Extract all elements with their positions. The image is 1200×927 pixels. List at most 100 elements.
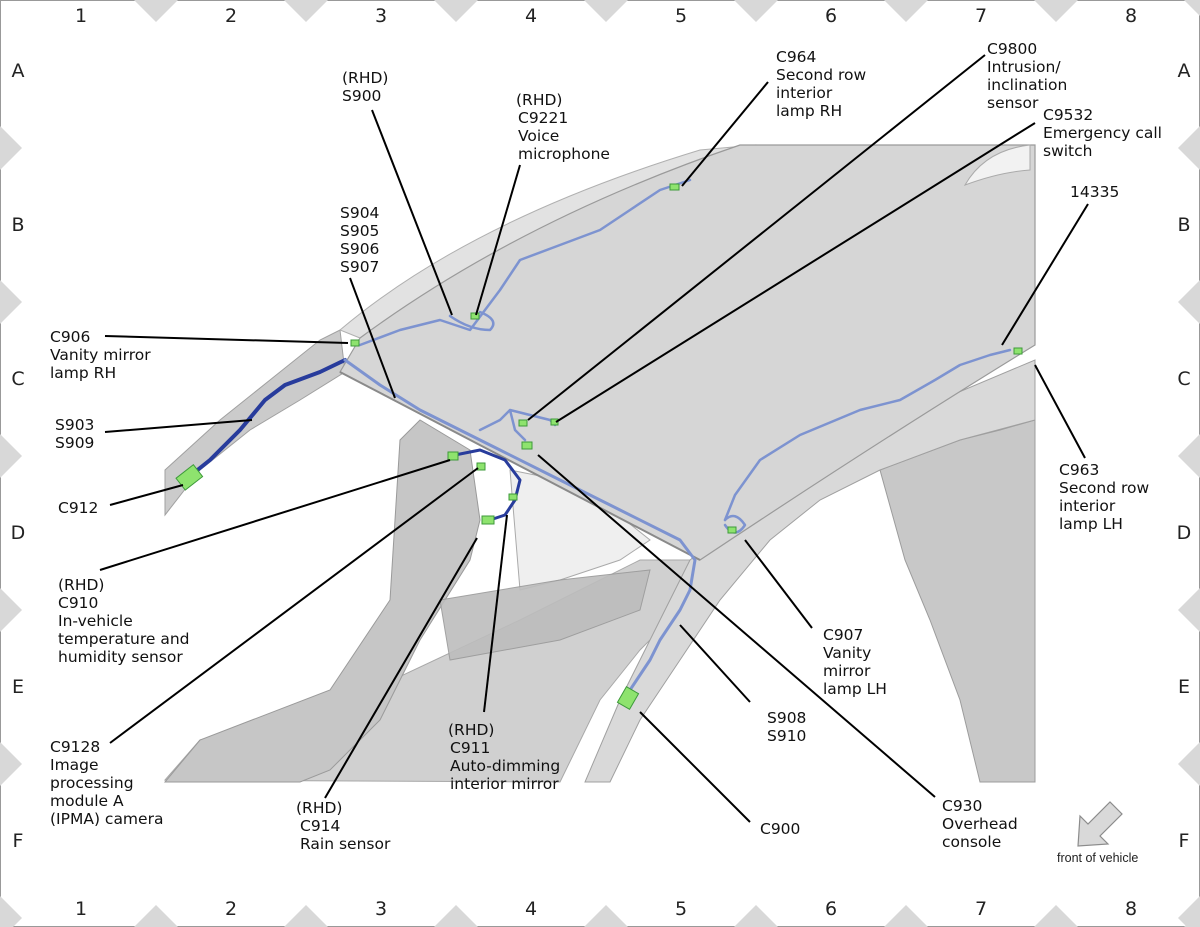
grid-row-c-left: C bbox=[11, 368, 24, 390]
leader-c9532 bbox=[555, 122, 1036, 423]
grid-row-b-right: B bbox=[1177, 214, 1190, 236]
leader-c910 bbox=[99, 459, 451, 571]
grid-marker-top bbox=[1034, 0, 1078, 22]
grid-col-3-bottom: 3 bbox=[375, 898, 387, 920]
grid-marker-top bbox=[284, 0, 328, 22]
label-c9532: C9532 Emergency call switch bbox=[1043, 106, 1167, 160]
grid-col-6-top: 6 bbox=[825, 5, 837, 27]
harness-roof-rh bbox=[358, 178, 692, 347]
connector-c907 bbox=[727, 526, 737, 534]
grid-col-4-top: 4 bbox=[525, 5, 537, 27]
harness-roof-lh bbox=[723, 348, 1012, 522]
grid-row-d-right: D bbox=[1177, 522, 1192, 544]
roof-rear-bump bbox=[963, 144, 1031, 186]
harness-mirror-branch-dark bbox=[453, 448, 522, 522]
leader-c9800 bbox=[527, 54, 986, 421]
leader-c900 bbox=[639, 711, 751, 823]
leader-c964 bbox=[681, 81, 769, 187]
grid-marker-bottom bbox=[284, 905, 328, 927]
leader-c907 bbox=[744, 539, 813, 629]
grid-row-c-right: C bbox=[1177, 368, 1190, 390]
leader-c914 bbox=[324, 537, 478, 799]
harness-s900-loop bbox=[448, 310, 495, 332]
grid-marker-top bbox=[134, 0, 178, 22]
grid-marker-top bbox=[1184, 0, 1200, 16]
grid-rows-left: A B C D E F bbox=[11, 60, 26, 852]
label-s908: S908 S910 bbox=[767, 709, 811, 745]
label-c912: C912 bbox=[58, 499, 98, 517]
connector-c912 bbox=[175, 464, 204, 491]
label-s904: S904 S905 S906 S907 bbox=[340, 204, 384, 276]
label-c9128: C9128 Image processing module A (IPMA) c… bbox=[50, 738, 163, 828]
wiring-harness bbox=[183, 178, 1012, 692]
label-s903: S903 S909 bbox=[55, 416, 99, 452]
grid-marker-bottom bbox=[884, 905, 928, 927]
leader-s908 bbox=[679, 624, 751, 703]
leader-c912 bbox=[109, 484, 184, 506]
grid-row-a-left: A bbox=[12, 60, 25, 82]
windshield-frame-rh bbox=[164, 329, 346, 517]
connector-c9532 bbox=[550, 418, 559, 426]
grid-marker-top bbox=[434, 0, 478, 22]
roof-front-edge bbox=[339, 371, 701, 561]
grid-marker-top bbox=[884, 0, 928, 22]
front-of-vehicle-label: front of vehicle bbox=[1057, 851, 1138, 865]
grid-marker-left bbox=[0, 896, 22, 927]
label-c911: (RHD) C911 Auto-dimming interior mirror bbox=[448, 721, 565, 793]
leader-c9221 bbox=[475, 164, 521, 316]
label-c907: C907 Vanity mirror lamp LH bbox=[823, 626, 887, 698]
grid-row-a-right: A bbox=[1178, 60, 1191, 82]
label-c9221: (RHD) C9221 Voice microphone bbox=[516, 91, 610, 163]
label-c9800: C9800 Intrusion/ inclination sensor bbox=[987, 40, 1072, 112]
grid-columns-top: 1 2 3 4 5 6 7 8 bbox=[75, 5, 1137, 27]
grid-marker-bottom bbox=[1034, 905, 1078, 927]
grid-col-8-top: 8 bbox=[1125, 5, 1137, 27]
grid-col-6-bottom: 6 bbox=[825, 898, 837, 920]
label-c910: (RHD) C910 In-vehicle temperature and hu… bbox=[58, 576, 194, 666]
label-c963: C963 Second row interior lamp LH bbox=[1059, 461, 1154, 533]
c-pillar-lh bbox=[879, 419, 1036, 783]
grid-row-b-left: B bbox=[11, 214, 24, 236]
label-c914: (RHD) C914 Rain sensor bbox=[296, 799, 391, 853]
grid-marker-left bbox=[0, 126, 22, 170]
vehicle-body-illustration bbox=[163, 144, 1036, 783]
connector-c963 bbox=[1013, 347, 1023, 355]
grid-marker-left bbox=[0, 588, 22, 632]
grid-rows-right: A B C D E F bbox=[1177, 60, 1192, 852]
grid-marker-right bbox=[1178, 280, 1200, 324]
leader-c930 bbox=[537, 454, 936, 798]
leader-s904 bbox=[349, 277, 396, 399]
leader-c911 bbox=[483, 514, 508, 713]
grid-col-7-bottom: 7 bbox=[975, 898, 987, 920]
grid-marker-bottom bbox=[434, 905, 478, 927]
grid-marker-left bbox=[0, 434, 22, 478]
grid-col-4-bottom: 4 bbox=[525, 898, 537, 920]
grid-marker-right bbox=[1178, 896, 1200, 927]
callout-labels: (RHD) S900 (RHD) C9221 Voice microphone … bbox=[50, 40, 1167, 853]
grid-marker-bottom bbox=[734, 905, 778, 927]
leader-s900 bbox=[371, 109, 453, 316]
connectors bbox=[175, 183, 1023, 710]
grid-marker-right bbox=[1178, 434, 1200, 478]
connector-c930 bbox=[521, 441, 533, 450]
connector-c911 bbox=[508, 493, 518, 501]
label-14335: 14335 bbox=[1070, 183, 1119, 201]
grid-marker-left bbox=[0, 280, 22, 324]
grid-row-e-right: E bbox=[1178, 676, 1190, 698]
grid-marker-right bbox=[1178, 126, 1200, 170]
grid-col-7-top: 7 bbox=[975, 5, 987, 27]
leader-s903 bbox=[104, 419, 253, 433]
grid-row-d-left: D bbox=[11, 522, 26, 544]
connector-c9221 bbox=[470, 312, 480, 320]
connector-c910 bbox=[447, 451, 459, 461]
connector-c9128 bbox=[476, 462, 486, 471]
grid-marker-right bbox=[1178, 588, 1200, 632]
grid-col-1-bottom: 1 bbox=[75, 898, 87, 920]
label-c906: C906 Vanity mirror lamp RH bbox=[50, 328, 156, 382]
arrow-down-left-icon bbox=[1077, 801, 1123, 847]
connector-c914 bbox=[481, 515, 495, 525]
leader-14335 bbox=[1001, 203, 1089, 346]
grid-col-5-top: 5 bbox=[675, 5, 687, 27]
grid-row-e-left: E bbox=[12, 676, 24, 698]
